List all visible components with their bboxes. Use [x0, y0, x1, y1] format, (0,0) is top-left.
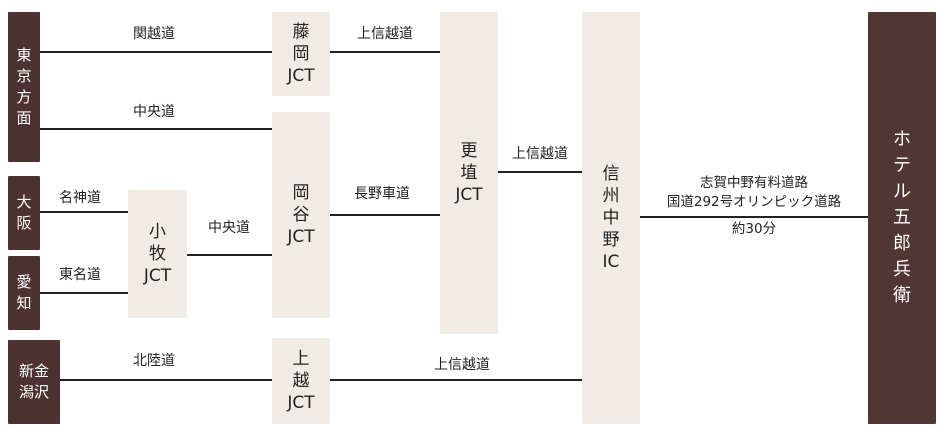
line-joshinetsu-joetsu — [330, 379, 582, 381]
glyph: JCT — [287, 66, 315, 86]
origin-aichi: 愛知 — [8, 256, 40, 330]
road-label-meishin: 名神道 — [59, 190, 101, 206]
origin-aichi-label: 愛知 — [16, 272, 31, 314]
glyph: 信 — [602, 164, 620, 184]
glyph: 東 — [16, 46, 32, 64]
glyph: 岡 — [292, 183, 310, 203]
glyph: JCT — [455, 185, 483, 205]
glyph: ル — [893, 181, 911, 202]
origin-osaka-label: 大阪 — [16, 192, 31, 234]
origin-niigata-kanazawa-label: 新金 潟沢 — [18, 362, 49, 401]
origin-niigata-kanazawa: 新金 潟沢 — [8, 340, 60, 424]
glyph: 京 — [16, 67, 32, 85]
glyph: 州 — [602, 186, 620, 206]
road-label-nagano: 長野車道 — [354, 186, 410, 202]
glyph: 越 — [292, 371, 310, 391]
road-label-shiga: 志賀中野有料道路 国道292号オリンピック道路 — [667, 174, 841, 212]
glyph: IC — [602, 252, 620, 272]
road-label-joshinetsu-joetsu: 上信越道 — [434, 357, 490, 373]
line-chuo-komaki — [187, 254, 272, 256]
glyph: 野 — [602, 230, 620, 250]
line-shiga — [640, 216, 868, 218]
road-label-hokuriku: 北陸道 — [133, 353, 175, 369]
glyph: 埴 — [460, 163, 478, 183]
glyph: 大 — [16, 193, 32, 211]
origin-osaka: 大阪 — [8, 176, 40, 250]
road-label-joshinetsu-koshoku: 上信越道 — [512, 146, 568, 162]
line-hokuriku — [40, 379, 272, 381]
road-label-chuo-top: 中央道 — [133, 104, 175, 120]
glyph: ホ — [893, 129, 911, 150]
road-label-shiga-line2: 国道292号オリンピック道路 — [666, 194, 842, 210]
glyph: 面 — [16, 109, 32, 127]
road-label-joshinetsu-fujioka: 上信越道 — [357, 26, 413, 42]
glyph: 愛 — [16, 273, 32, 291]
glyph: 衛 — [893, 285, 911, 306]
road-label-kanetsu: 関越道 — [133, 26, 175, 42]
road-label-shiga-line1: 志賀中野有料道路 — [700, 175, 808, 191]
glyph: 岡 — [292, 44, 310, 64]
glyph: 藤 — [292, 22, 310, 42]
line-joshinetsu-koshoku — [498, 171, 582, 173]
road-label-tomei: 東名道 — [59, 267, 101, 283]
line-kanetsu — [40, 51, 272, 53]
glyph: テ — [893, 155, 911, 176]
glyph: 郎 — [893, 233, 911, 254]
line-chuo-top — [40, 128, 272, 130]
origin-tokyo-label: 東京方面 — [16, 45, 31, 129]
glyph: 兵 — [893, 259, 911, 280]
glyph: 五 — [893, 207, 911, 228]
line-tomei — [40, 292, 128, 294]
glyph: 阪 — [16, 214, 32, 232]
road-label-chuo-komaki: 中央道 — [208, 220, 250, 236]
glyph: JCT — [287, 227, 315, 247]
destination-hotel-label: ホテル五郎兵衛 — [893, 127, 911, 309]
destination-hotel: ホテル五郎兵衛 — [868, 12, 936, 424]
glyph: 方 — [16, 88, 32, 106]
glyph: 知 — [16, 294, 32, 312]
glyph: 牧 — [149, 244, 166, 264]
line-meishin — [40, 211, 128, 213]
travel-time-label: 約30分 — [731, 221, 777, 237]
glyph: 中 — [602, 208, 620, 228]
glyph: 谷 — [292, 205, 310, 225]
origin-tokyo: 東京方面 — [8, 12, 40, 162]
glyph: JCT — [287, 393, 315, 413]
glyph: JCT — [143, 266, 172, 286]
line-nagano — [330, 214, 440, 216]
glyph: 上 — [292, 349, 310, 369]
glyph: 更 — [460, 141, 478, 161]
glyph: 小 — [149, 222, 166, 242]
line-joshinetsu-fujioka — [330, 51, 440, 53]
